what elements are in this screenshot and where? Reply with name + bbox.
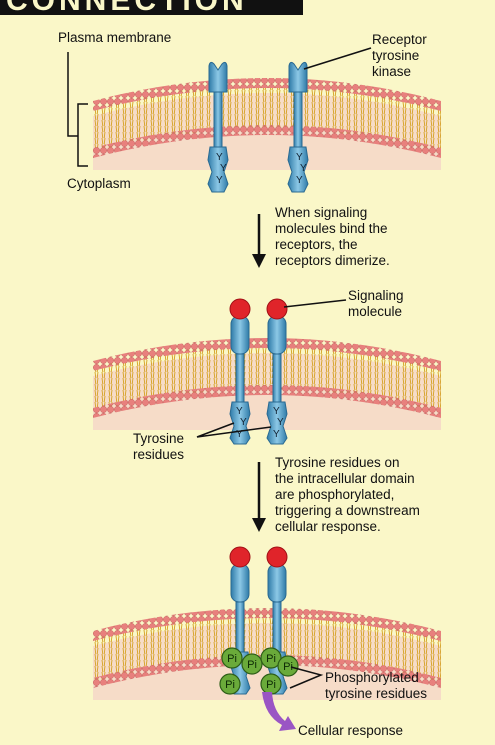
residue-y: Y bbox=[273, 429, 280, 440]
phosphate-label: Pi bbox=[266, 653, 276, 665]
membrane-2 bbox=[93, 338, 441, 430]
residue-y: Y bbox=[240, 417, 247, 428]
receptor-right-1 bbox=[287, 61, 309, 193]
phosphate-label: Pi bbox=[227, 653, 237, 665]
cellular-response-label: Cellular response bbox=[298, 723, 404, 738]
residue-y: Y bbox=[300, 163, 307, 174]
receptor-leader bbox=[303, 47, 372, 70]
residue-y: Y bbox=[220, 163, 227, 174]
signaling-molecule-label: Signaling molecule bbox=[348, 288, 404, 319]
residue-y: Y bbox=[273, 406, 280, 417]
plasma-membrane-label: Plasma membrane bbox=[58, 30, 172, 45]
residue-y: Y bbox=[236, 429, 243, 440]
signaling-molecule-left bbox=[229, 298, 251, 320]
phosphate-label: Pi bbox=[283, 661, 293, 673]
residue-y: Y bbox=[216, 175, 223, 186]
step-1-text: When signaling molecules bind the recept… bbox=[275, 205, 390, 268]
phosphorylated-residues-label: Phosphorylated tyrosine residues bbox=[325, 670, 428, 701]
phosphate-circle bbox=[260, 647, 282, 669]
signaling-molecule-left bbox=[229, 546, 251, 568]
signaling-molecule-leader bbox=[283, 299, 347, 308]
residue-y: Y bbox=[296, 152, 303, 163]
receptor-dimer-2 bbox=[229, 315, 288, 445]
tyrosine-residues-label: Tyrosine residues bbox=[133, 431, 185, 462]
tyrosine-residues-leader bbox=[196, 422, 272, 438]
header-bar: CONNECTION bbox=[0, 0, 303, 15]
signaling-molecule-right bbox=[266, 546, 288, 568]
cellular-response-arrow bbox=[262, 692, 296, 731]
phosphate-circle bbox=[219, 673, 241, 695]
phosphate-circle bbox=[241, 653, 263, 675]
step-arrow-1 bbox=[252, 214, 266, 268]
phosphate-circle bbox=[221, 647, 243, 669]
cytoplasm-label: Cytoplasm bbox=[67, 176, 131, 191]
phosphate-label: Pi bbox=[225, 679, 235, 691]
receptor-tyrosine-kinase-label: Receptor tyrosine kinase bbox=[372, 32, 427, 79]
residue-y: Y bbox=[296, 175, 303, 186]
phosphate-circle bbox=[277, 655, 299, 677]
header-title: CONNECTION bbox=[6, 0, 248, 15]
phosphate-label: Pi bbox=[247, 659, 257, 671]
receptor-left-1 bbox=[207, 61, 229, 193]
membrane-bracket bbox=[77, 103, 88, 167]
residue-y: Y bbox=[236, 406, 243, 417]
phosphate-label: Pi bbox=[266, 679, 276, 691]
step-arrow-2 bbox=[252, 462, 266, 532]
signaling-molecule-right bbox=[266, 298, 288, 320]
step-2-text: Tyrosine residues on the intracellular d… bbox=[275, 455, 420, 534]
phosphorylated-leader bbox=[289, 666, 324, 689]
plasma-membrane-leader bbox=[67, 52, 78, 137]
membrane-1 bbox=[93, 78, 441, 170]
residue-y: Y bbox=[277, 417, 284, 428]
residue-y: Y bbox=[216, 152, 223, 163]
